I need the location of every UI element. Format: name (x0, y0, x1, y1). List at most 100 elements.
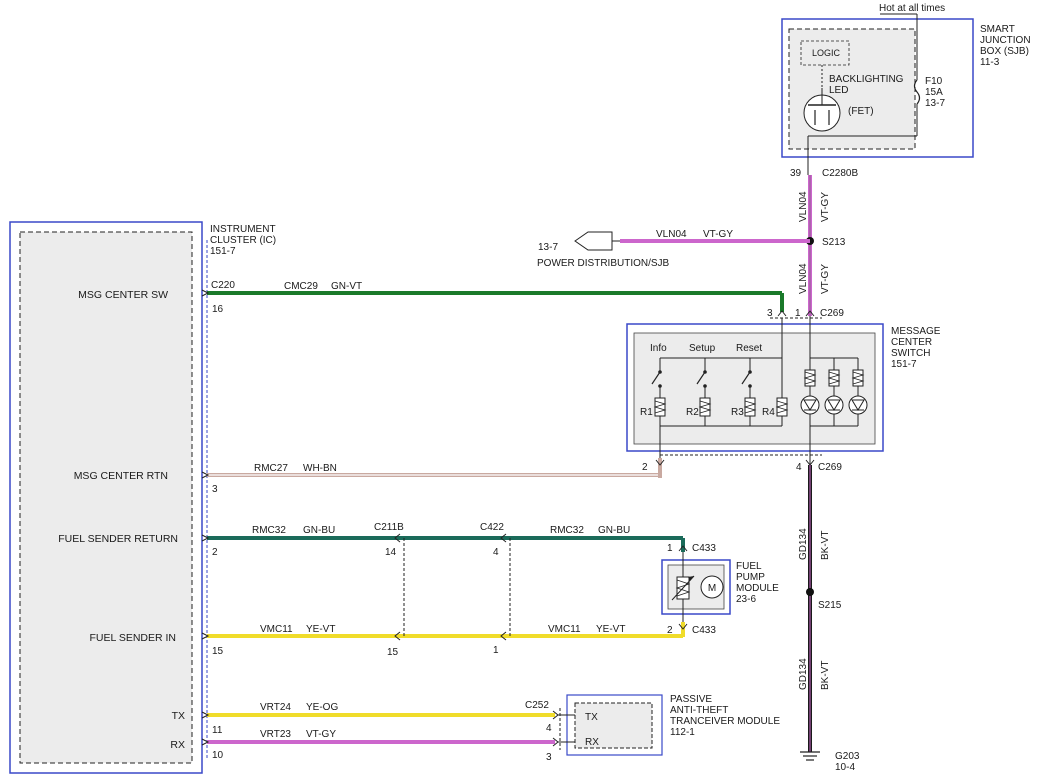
msg-switch-title-2: CENTER (891, 337, 932, 348)
fuel-pump-motor-label: M (708, 583, 716, 594)
sjb-title-1: SMART (980, 24, 1015, 35)
wire-cmc29-circuit: CMC29 (284, 281, 318, 292)
power-dist-ref: 13-7 (538, 242, 558, 253)
c422-pin-4: 4 (493, 547, 499, 558)
ic-inner (19, 231, 193, 764)
wire-rmc32-circuit-1: RMC32 (252, 525, 286, 536)
led-2-icon (824, 358, 844, 426)
sjb-connector-c2280b: C2280B (822, 168, 858, 179)
sjb-fet-label: (FET) (848, 106, 874, 117)
pats-tx-label: TX (585, 712, 598, 723)
power-dist-color: VT-GY (703, 229, 733, 240)
pats-pin-4: 4 (546, 723, 552, 734)
pats-module: TX RX PASSIVE ANTI-THEFT TRANCEIVER MODU… (525, 694, 780, 763)
splice-s215 (806, 588, 814, 596)
msg-pin-2: 2 (642, 462, 648, 473)
wire-vrt24-color: YE-OG (306, 702, 338, 713)
wire-vrt23-circuit: VRT23 (260, 729, 291, 740)
resistor-r2-label: R2 (686, 407, 699, 418)
ic-pin-3: 3 (212, 484, 218, 495)
msg-pin-3: 3 (767, 308, 773, 319)
resistor-r4-icon (775, 397, 789, 417)
message-center-switch: MESSAGE CENTER SWITCH 151-7 Info Setup R… (626, 308, 941, 473)
msg-c269-top: C269 (820, 308, 844, 319)
c211b-pin-14: 14 (385, 547, 397, 558)
vln04-label-top: VLN04 (798, 191, 809, 222)
vtgy-label-mid: VT-GY (820, 264, 831, 294)
ic-tx: TX (172, 710, 185, 722)
wire-rmc27-color: WH-BN (303, 463, 337, 474)
resistor-r1-label: R1 (640, 407, 653, 418)
ic-title-3: 151-7 (210, 246, 236, 257)
ic-msg-center-sw: MSG CENTER SW (78, 289, 168, 301)
resistor-r3-label: R3 (731, 407, 744, 418)
power-dist-connector-icon (574, 231, 613, 251)
pats-connector-c252: C252 (525, 700, 549, 711)
fuel-pump-c433-bottom: C433 (692, 625, 716, 636)
ic-pin-16: 16 (212, 304, 224, 315)
wire-vrt23-color: VT-GY (306, 729, 336, 740)
fet-icon (803, 88, 841, 132)
ic-pin-10: 10 (212, 750, 224, 761)
sjb-backlighting-line1: BACKLIGHTING (829, 74, 904, 85)
sjb-title-4: 11-3 (980, 57, 1000, 68)
vtgy-label-top: VT-GY (820, 192, 831, 222)
ground-g203: G203 (835, 751, 860, 762)
sjb-logic-label: LOGIC (812, 48, 841, 58)
fuel-pump-title-2: PUMP (736, 572, 765, 583)
ic-fuel-sender-return: FUEL SENDER RETURN (58, 533, 178, 545)
pats-rx-label: RX (585, 737, 599, 748)
fuel-pump-motor-icon (700, 575, 724, 599)
wire-vmc11-circuit-1: VMC11 (260, 624, 293, 635)
bkvt-label-2: BK-VT (820, 661, 831, 690)
msg-pin-1: 1 (795, 308, 801, 319)
msg-switch-title-4: 151-7 (891, 359, 917, 370)
resistor-r2-icon (698, 397, 712, 417)
wire-vrt24-circuit: VRT24 (260, 702, 291, 713)
switch-setup-label: Setup (689, 343, 716, 354)
ground-icon (800, 751, 820, 761)
msg-pin-4: 4 (796, 462, 802, 473)
wire-rmc27-circuit: RMC27 (254, 463, 288, 474)
vln04-label-mid: VLN04 (798, 263, 809, 294)
pats-title-3: TRANCEIVER MODULE (670, 716, 780, 727)
pats-title-1: PASSIVE (670, 694, 712, 705)
splice-s215-label: S215 (818, 600, 842, 611)
sjb-outline (781, 18, 974, 158)
power-dist-circuit: VLN04 (656, 229, 687, 240)
fuel-pump-title-1: FUEL (736, 561, 762, 572)
msg-switch-outline (626, 323, 884, 452)
pats-title-4: 112-1 (670, 727, 695, 738)
led-3-icon (848, 358, 868, 426)
sjb-logic-box (800, 40, 850, 66)
fuel-pump-title-3: MODULE (736, 583, 779, 594)
c422-pin-1: 1 (493, 645, 499, 656)
fuel-pump-pin-1: 1 (667, 543, 673, 554)
switch-setup-icon (696, 358, 707, 398)
ic-pin-11: 11 (212, 725, 223, 736)
ic-pin-15: 15 (212, 646, 224, 657)
ic-connector-c220: C220 (211, 280, 235, 291)
instrument-cluster: INSTRUMENT CLUSTER (IC) 151-7 MSG CENTER… (9, 221, 276, 774)
msg-switch-title-3: SWITCH (891, 348, 930, 359)
resistor-r1-icon (653, 397, 667, 417)
ic-rx: RX (170, 739, 185, 751)
sjb-pin-39: 39 (790, 168, 802, 179)
pats-outline (566, 694, 663, 756)
msg-switch-title-1: MESSAGE (891, 326, 941, 337)
switch-reset-icon (741, 358, 752, 398)
inline-c211b: C211B 14 15 (374, 522, 405, 658)
wire-rmc32-color-1: GN-BU (303, 525, 335, 536)
ic-msg-center-rtn: MSG CENTER RTN (74, 470, 168, 482)
bkvt-label-1: BK-VT (820, 531, 831, 560)
c211b-label: C211B (374, 522, 404, 533)
sjb-title-2: JUNCTION (980, 35, 1031, 46)
c211b-pin-15: 15 (387, 647, 399, 658)
ic-title-1: INSTRUMENT (210, 224, 276, 235)
fuel-pump-module: M FUEL PUMP MODULE 23-6 1 C433 2 C433 (661, 543, 779, 636)
resistor-r4-label: R4 (762, 407, 775, 418)
gd134-label-1: GD134 (798, 528, 809, 560)
wire-rmc32-color-2: GN-BU (598, 525, 630, 536)
switch-info-label: Info (650, 343, 667, 354)
